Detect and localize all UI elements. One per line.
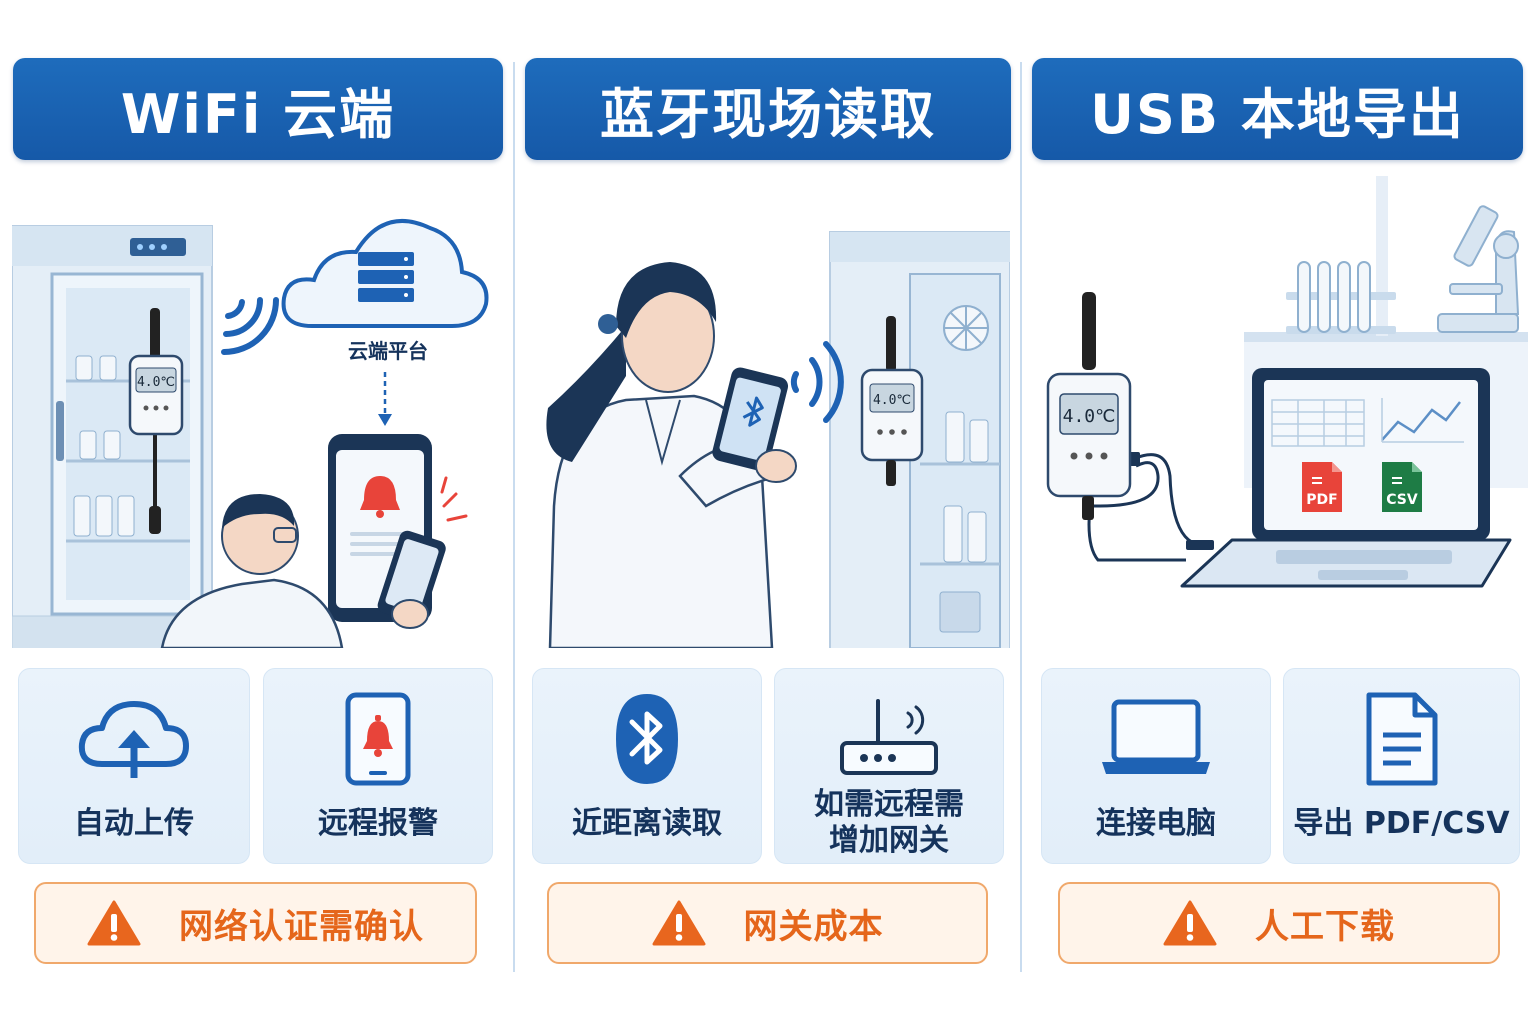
usb-logger-reading: 4.0℃ xyxy=(1063,406,1116,427)
pdf-file-label: PDF xyxy=(1306,492,1337,508)
feature-label: 自动上传 xyxy=(74,806,194,841)
bluetooth-column-title: 蓝牙现场读取 xyxy=(525,58,1011,160)
wifi-scene: 4.0℃ 云端平台 xyxy=(12,176,507,648)
warning-text: 网络认证需确认 xyxy=(179,906,424,947)
usb-scene: 4.0℃ PDF CSV xyxy=(1036,176,1528,648)
feature-label: 近距离读取 xyxy=(572,806,722,841)
cloud-upload-icon xyxy=(78,701,189,778)
bluetooth-icon xyxy=(616,694,678,784)
feature-label: 如需远程需 增加网关 xyxy=(814,787,964,858)
warning-text: 人工下载 xyxy=(1255,906,1395,947)
column-divider xyxy=(513,62,515,972)
feature-card-connect-pc: 连接电脑 xyxy=(1041,668,1271,864)
warning-icon xyxy=(652,900,705,946)
bluetooth-scene: 4.0℃ xyxy=(530,176,1010,648)
wifi-warning: 网络认证需确认 xyxy=(34,882,477,964)
column-divider xyxy=(1020,62,1022,972)
csv-file-label: CSV xyxy=(1386,492,1418,508)
warning-text: 网关成本 xyxy=(743,906,884,947)
feature-label: 导出 PDF/CSV xyxy=(1293,806,1510,841)
bluetooth-warning: 网关成本 xyxy=(547,882,988,964)
server-icon xyxy=(358,252,414,302)
feature-label: 连接电脑 xyxy=(1096,806,1216,841)
warning-icon xyxy=(87,900,141,946)
feature-card-gateway: 如需远程需 增加网关 xyxy=(774,668,1004,864)
cloud-platform-label: 云端平台 xyxy=(348,339,428,363)
phone-alarm-icon xyxy=(345,692,411,786)
usb-column-title: USB 本地导出 xyxy=(1032,58,1523,160)
feature-card-near-read: 近距离读取 xyxy=(532,668,762,864)
feature-card-export: 导出 PDF/CSV xyxy=(1283,668,1520,864)
wifi-column-title: WiFi 云端 xyxy=(13,58,503,160)
bluetooth-logger-reading: 4.0℃ xyxy=(873,393,911,408)
usb-warning: 人工下载 xyxy=(1058,882,1500,964)
warning-icon xyxy=(1163,900,1217,946)
document-icon xyxy=(1366,692,1437,786)
feature-card-remote-alarm: 远程报警 xyxy=(263,668,493,864)
router-icon xyxy=(840,699,938,775)
laptop-icon xyxy=(1102,699,1210,774)
feature-card-auto-upload: 自动上传 xyxy=(18,668,250,864)
feature-label: 远程报警 xyxy=(318,806,438,841)
wifi-logger-reading: 4.0℃ xyxy=(137,375,175,390)
